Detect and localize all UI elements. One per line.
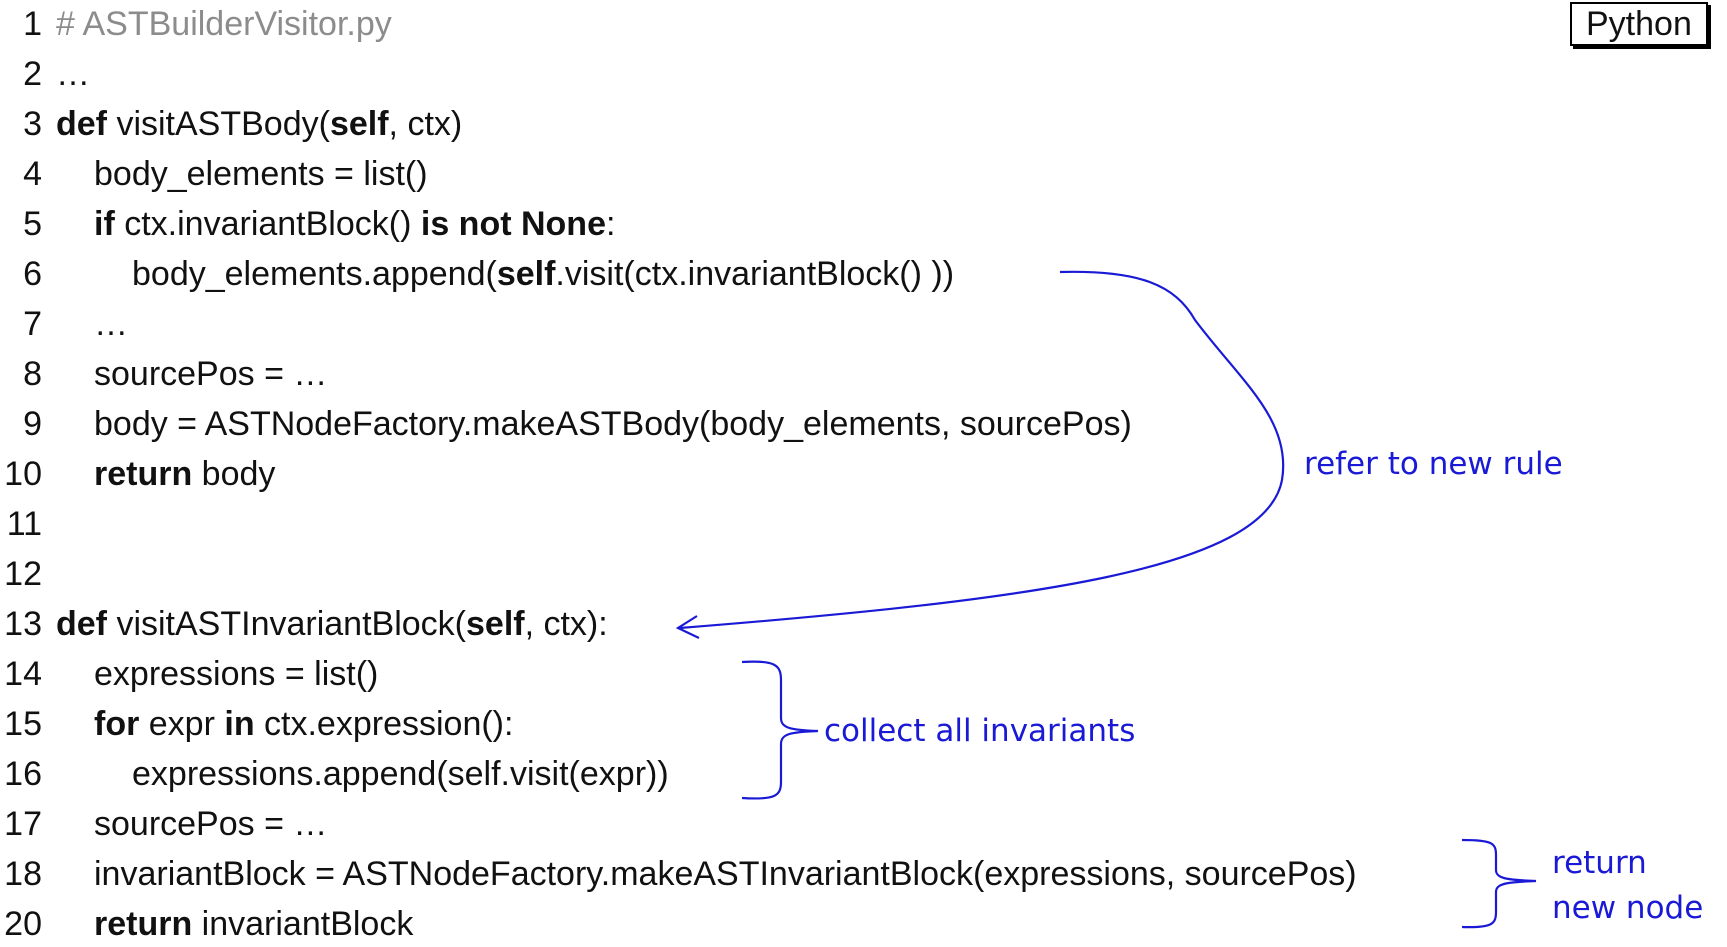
code-token: sourcePos = … — [94, 805, 328, 843]
annotation-collect-invariants: collect all invariants — [824, 713, 1136, 749]
line-number: 16 — [4, 755, 42, 793]
line-number: 4 — [23, 155, 42, 193]
code-line: 8 sourcePos = … — [0, 352, 1540, 397]
code-text: if ctx.invariantBlock() is not None: — [94, 202, 615, 247]
refer-arrow — [679, 270, 1285, 630]
code-line: 5 if ctx.invariantBlock() is not None: — [0, 202, 1540, 247]
line-number: 2 — [23, 55, 42, 93]
code-line: 17 sourcePos = … — [0, 802, 1540, 847]
keyword: def — [56, 105, 107, 143]
code-text: … — [94, 302, 128, 347]
line-number: 3 — [23, 105, 42, 143]
line-number: 6 — [23, 255, 42, 293]
code-token: ctx.expression(): — [254, 705, 514, 743]
keyword: self — [496, 255, 556, 293]
code-line: 13 def visitASTInvariantBlock(self, ctx): — [0, 602, 1540, 647]
keyword: return — [94, 905, 193, 943]
code-line: 10 return body — [0, 452, 1540, 497]
line-number: 7 — [23, 305, 42, 343]
code-token: ctx.invariantBlock() — [114, 205, 421, 243]
annotation-return-line1: return — [1552, 845, 1647, 881]
line-number: 20 — [4, 905, 42, 943]
code-token: , ctx): — [524, 605, 608, 643]
code-line: 3 def visitASTBody(self, ctx) — [0, 102, 1540, 147]
code-text: body_elements.append(self.visit(ctx.inva… — [132, 252, 954, 297]
keyword: return — [94, 455, 193, 493]
code-line: 15 for expr in ctx.expression(): — [0, 702, 1540, 747]
line-number: 1 — [23, 5, 42, 43]
line-number: 8 — [23, 355, 42, 393]
code-token: body — [192, 455, 276, 493]
code-text: def visitASTBody(self, ctx) — [56, 102, 462, 147]
code-text: return body — [94, 452, 275, 497]
code-text: # ASTBuilderVisitor.py — [56, 2, 392, 47]
code-text: return invariantBlock — [94, 902, 413, 947]
code-line: 1 # ASTBuilderVisitor.py — [0, 2, 1540, 47]
line-number: 15 — [4, 705, 42, 743]
code-text: invariantBlock = ASTNodeFactory.makeASTI… — [94, 852, 1357, 897]
line-number: 17 — [4, 805, 42, 843]
code-token: body_elements = list() — [94, 155, 428, 193]
code-line: 2… — [0, 52, 1540, 97]
line-number: 12 — [4, 555, 42, 593]
line-number: 13 — [4, 605, 42, 643]
code-token: : — [605, 205, 616, 243]
code-token: visitASTInvariantBlock( — [107, 605, 466, 643]
keyword: def — [56, 605, 107, 643]
code-line: 12 — [0, 552, 1540, 597]
keyword: if — [94, 205, 115, 243]
code-text: sourcePos = … — [94, 352, 327, 397]
keyword: for — [94, 705, 140, 743]
line-number: 14 — [4, 655, 42, 693]
code-token: body = ASTNodeFactory.makeASTBody(body_e… — [94, 405, 1132, 443]
line-number: 9 — [23, 405, 42, 443]
line-number: 18 — [4, 855, 42, 893]
line-number: 11 — [6, 505, 42, 543]
code-text: body = ASTNodeFactory.makeASTBody(body_e… — [94, 402, 1132, 447]
code-text: expressions.append(self.visit(expr)) — [132, 752, 669, 797]
code-token: expressions.append(self.visit(expr)) — [132, 755, 669, 793]
code-line: 18 invariantBlock = ASTNodeFactory.makeAS… — [0, 852, 1540, 897]
code-text: for expr in ctx.expression(): — [94, 702, 513, 747]
annotation-return-line2: new node — [1552, 890, 1704, 926]
line-number: 10 — [4, 455, 42, 493]
line-number: 5 — [23, 205, 42, 243]
code-line: 14 expressions = list() — [0, 652, 1540, 697]
keyword: is not None — [420, 205, 606, 243]
refer-arrowhead — [675, 615, 700, 639]
code-token: … — [56, 55, 90, 93]
code-token: .visit(ctx.invariantBlock() )) — [555, 255, 955, 293]
code-text: sourcePos = … — [94, 802, 327, 847]
code-token: invariantBlock = ASTNodeFactory.makeASTI… — [94, 855, 1357, 893]
code-text: expressions = list() — [94, 652, 378, 697]
code-token: , ctx) — [388, 105, 463, 143]
code-token: … — [94, 305, 128, 343]
code-token: sourcePos = … — [94, 355, 328, 393]
language-badge: Python — [1570, 2, 1708, 46]
code-text: body_elements = list() — [94, 152, 428, 197]
comment-text: # ASTBuilderVisitor.py — [56, 5, 392, 43]
code-text: … — [56, 52, 90, 97]
code-token: expressions = list() — [94, 655, 379, 693]
keyword: self — [329, 105, 389, 143]
code-token: expr — [139, 705, 225, 743]
code-token: invariantBlock — [192, 905, 414, 943]
return-brace — [1461, 838, 1537, 929]
collect-brace — [741, 660, 819, 800]
code-line: 4 body_elements = list() — [0, 152, 1540, 197]
code-token: body_elements.append( — [132, 255, 497, 293]
code-line: 16 expressions.append(self.visit(expr)) — [0, 752, 1540, 797]
keyword: in — [224, 705, 255, 743]
code-line: 6 body_elements.append(self.visit(ctx.inv… — [0, 252, 1540, 297]
code-line: 9 body = ASTNodeFactory.makeASTBody(body_… — [0, 402, 1540, 447]
code-line: 11 — [0, 502, 1540, 547]
keyword: self — [466, 605, 525, 643]
code-line: 7… — [0, 302, 1540, 347]
annotation-refer-new-rule: refer to new rule — [1304, 446, 1563, 482]
code-line: 20 return invariantBlock — [0, 902, 1540, 947]
code-text: def visitASTInvariantBlock(self, ctx): — [56, 602, 608, 647]
code-token: visitASTBody( — [107, 105, 330, 143]
